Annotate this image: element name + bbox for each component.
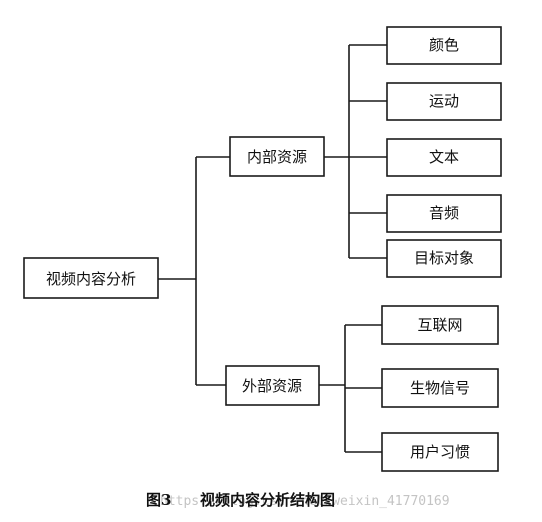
leaf-label: 音频 [429, 204, 459, 222]
leaf-bio-signal: 生物信号 [381, 368, 499, 408]
branch-label-internal: 内部资源 [247, 148, 307, 166]
leaf-label: 目标对象 [414, 249, 474, 267]
leaf-audio: 音频 [386, 194, 502, 233]
leaf-target-object: 目标对象 [386, 239, 502, 278]
leaf-user-habit: 用户习惯 [381, 432, 499, 472]
leaf-color: 颜色 [386, 26, 502, 65]
root-node: 视频内容分析 [23, 257, 159, 299]
leaf-label: 颜色 [429, 36, 459, 54]
caption-title: 视频内容分析结构图 [200, 491, 335, 509]
caption-figure-number: 图3 [146, 491, 171, 509]
branch-label-external: 外部资源 [242, 377, 302, 395]
leaf-internet: 互联网 [381, 305, 499, 345]
leaf-label: 互联网 [417, 316, 462, 334]
leaf-motion: 运动 [386, 82, 502, 121]
leaf-label: 运动 [429, 92, 459, 110]
branch-internal-resources: 内部资源 [229, 136, 325, 177]
leaf-label: 用户习惯 [410, 443, 470, 461]
connectors [158, 44, 387, 453]
watermark: https://blog.csdn.net/weixin_41770169 [160, 494, 450, 509]
leaf-text: 文本 [386, 138, 502, 177]
leaf-label: 生物信号 [410, 379, 470, 397]
figure-caption: 图3 视频内容分析结构图 [146, 491, 335, 509]
leaf-label: 文本 [429, 148, 459, 166]
branch-external-resources: 外部资源 [225, 365, 320, 406]
root-label: 视频内容分析 [46, 270, 136, 288]
